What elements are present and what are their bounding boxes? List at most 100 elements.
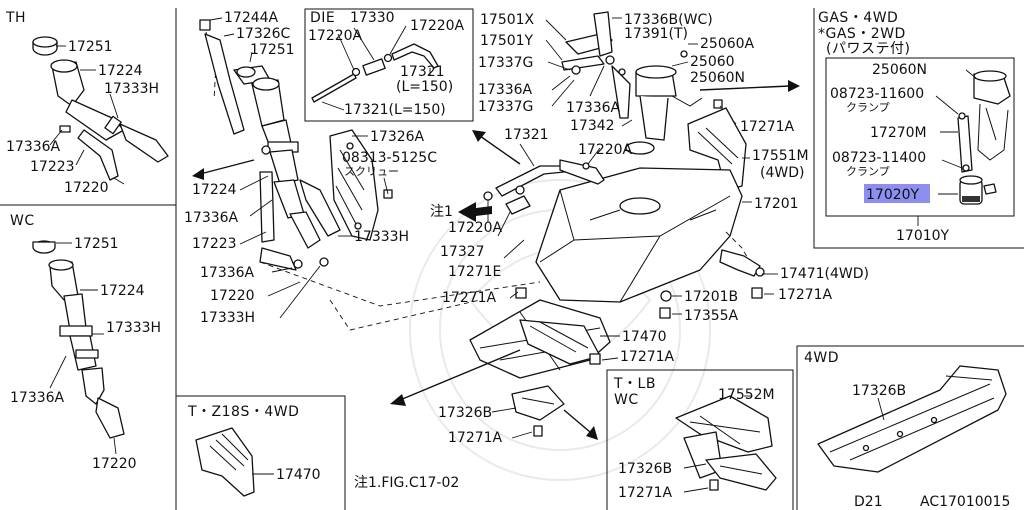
label-17220a-m2: 17220A [448, 220, 503, 236]
panel-tlb: T・LB WC [613, 376, 777, 493]
label-17244a: 17244A [224, 10, 279, 26]
label-17337g: 17337G [478, 55, 533, 71]
label-17010y: 17010Y [896, 228, 950, 244]
label-model-code: D21 [854, 494, 883, 510]
label-17327: 17327 [440, 244, 485, 260]
label-17223-centre: 17223 [192, 236, 237, 252]
label-clamp-1: クランプ [846, 101, 890, 114]
routing-dashes [259, 231, 751, 331]
label-17251-th: 17251 [68, 39, 113, 55]
arrow-from-die [472, 130, 521, 165]
label-17551m: 17551M [752, 148, 809, 164]
label-17270m: 17270M [870, 125, 927, 141]
label-08723-11600: 08723-11600 [830, 86, 924, 102]
label-17224-th: 17224 [98, 63, 143, 79]
label-17470: 17470 [622, 329, 667, 345]
label-17551m-4wd: (4WD) [760, 165, 804, 181]
label-17220a-die-2: 17220A [410, 18, 465, 34]
label-17220-wc: 17220 [92, 456, 137, 472]
frame-crossmember [469, 287, 620, 379]
panel-title-wc: WC [10, 213, 35, 229]
label-25060n: 25060N [690, 70, 745, 86]
label-17336b: 17336B(WC) [624, 12, 713, 28]
panel-title-tlb-1: T・LB [613, 376, 656, 392]
fuel-cap-th [32, 36, 58, 56]
panel-title-tz18s: T・Z18S・4WD [187, 404, 299, 420]
label-17336a-centre-2: 17336A [200, 265, 255, 281]
label-17220a-m1: 17220A [578, 142, 633, 158]
panel-title-die: DIE [310, 10, 335, 26]
label-17501y: 17501Y [480, 33, 534, 49]
label-17321-die-1: 17321 [400, 64, 445, 80]
label-note-marker: 注1 [430, 204, 453, 220]
fuel-cap-wc [32, 240, 56, 254]
label-note-ref: 注1.FIG.C17-02 [354, 475, 459, 491]
fuel-tank-17201 [535, 141, 752, 303]
label-17333h-th: 17333H [104, 81, 159, 97]
note-marker [458, 202, 492, 222]
label-17220a-die-1: 17220A [308, 28, 363, 44]
label-17271a-top: 17271A [740, 119, 795, 135]
label-25060a: 25060A [700, 36, 755, 52]
arrow-to-th [192, 159, 255, 180]
highlight-17020y [864, 184, 930, 203]
arrow-to-gas [699, 80, 800, 92]
label-17333h-centre-1: 17333H [354, 229, 409, 245]
label-17326b-tlb: 17326B [618, 461, 672, 477]
tank-strap-17471 [719, 249, 778, 277]
label-17336a-centre-1: 17336A [184, 210, 239, 226]
label-17224-centre: 17224 [192, 182, 237, 198]
label-17336a-top-1: 17336A [478, 82, 533, 98]
panel-title-4wd: 4WD [804, 350, 839, 366]
label-17220-centre: 17220 [210, 288, 255, 304]
label-17224-wc: 17224 [100, 283, 145, 299]
panel-title-tlb-2: WC [614, 392, 639, 408]
panel-title-gas-1: GAS・4WD [818, 10, 898, 26]
label-17326b: 17326B [438, 405, 492, 421]
label-figure-id: AC17010015 [920, 494, 1010, 510]
label-17470-tz: 17470 [276, 467, 321, 483]
label-17471: 17471(4WD) [780, 266, 869, 282]
leaders-th [49, 45, 125, 185]
label-17333h-wc: 17333H [106, 320, 161, 336]
panel-tz18s: T・Z18S・4WD 17470 [187, 404, 321, 497]
filler-neck-wc [48, 259, 125, 439]
label-25060: 25060 [690, 54, 735, 70]
label-17336a-th: 17336A [6, 139, 61, 155]
label-17220-th: 17220 [64, 180, 109, 196]
panel-die: DIE [310, 10, 439, 111]
label-17391: 17391(T) [624, 26, 688, 42]
label-17271a-tlb: 17271A [618, 485, 673, 501]
panel-gas: GAS・4WD *GAS・2WD (パワステ付) [818, 10, 1011, 226]
label-17251-wc: 17251 [74, 236, 119, 252]
panel-4wd: 4WD [804, 350, 1007, 473]
label-17321: 17321 [504, 127, 549, 143]
label-17271a-right: 17271A [778, 287, 833, 303]
label-17501x: 17501X [480, 12, 535, 28]
label-17326c: 17326C [236, 26, 291, 42]
filler-neck-th [50, 59, 169, 181]
label-17552m: 17552M [718, 387, 775, 403]
panel-title-gas-3: (パワステ付) [826, 41, 910, 57]
panel-title-th: TH [5, 10, 26, 26]
label-17336a-top-2: 17336A [566, 100, 621, 116]
panel-th: TH 17251 17224 17333H 17336A [5, 10, 169, 196]
label-17326a: 17326A [370, 129, 425, 145]
bolts-right [659, 287, 774, 319]
label-l150-die: (L=150) [396, 79, 453, 95]
label-17271a-bottom-2: 17271A [448, 430, 503, 446]
shield-17326b [491, 385, 598, 440]
label-17251-centre: 17251 [250, 42, 295, 58]
label-17271e: 17271E [448, 264, 501, 280]
arrow-lower-left [390, 349, 521, 406]
panel-borders [0, 8, 1024, 510]
label-screw: スクリュー [344, 165, 399, 178]
label-17201: 17201 [754, 196, 799, 212]
tank-vent-hoses [483, 143, 605, 259]
label-17337g-2: 17337G [478, 99, 533, 115]
label-17271a-bottom: 17271A [620, 349, 675, 365]
label-08723-11400: 08723-11400 [832, 150, 926, 166]
label-17321-die-2: 17321(L=150) [344, 102, 446, 118]
label-17223-th: 17223 [30, 159, 75, 175]
